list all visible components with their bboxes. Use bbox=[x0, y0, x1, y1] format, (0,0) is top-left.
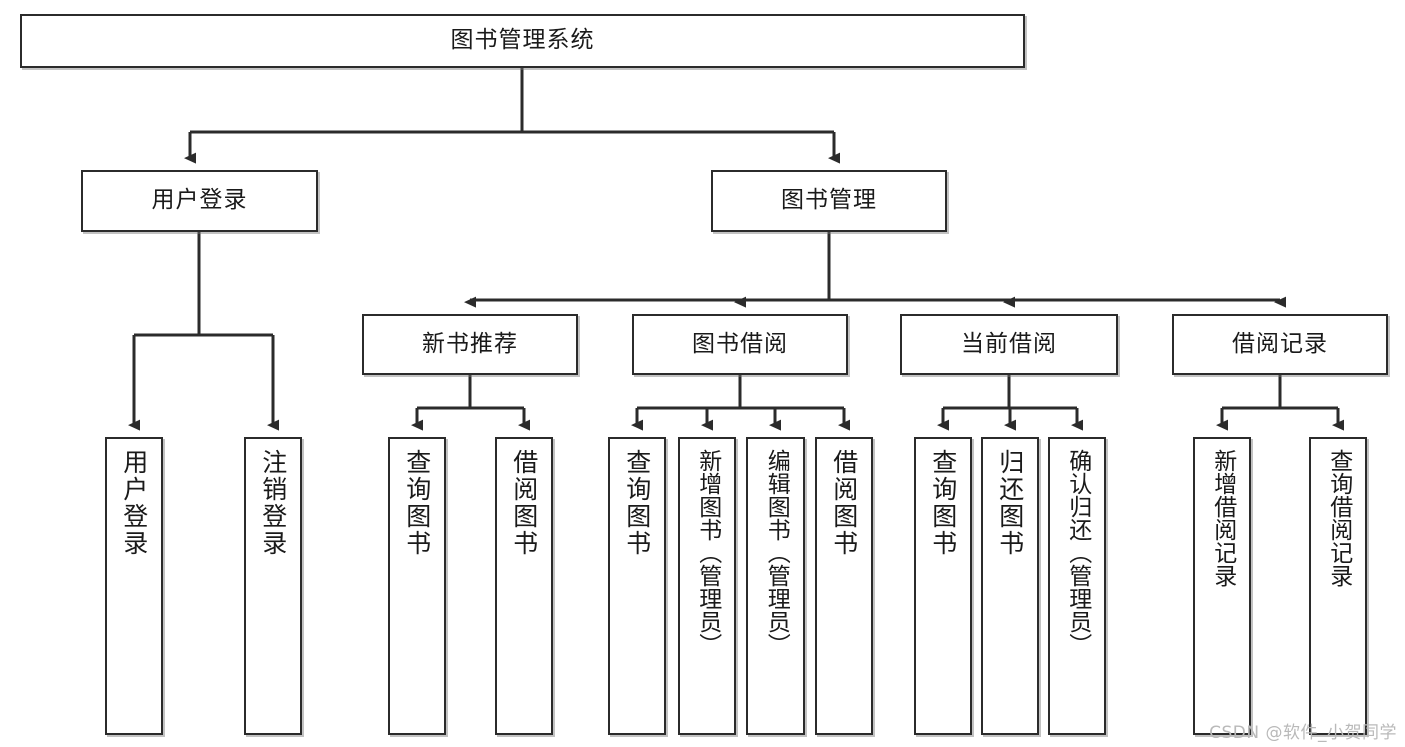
node-leaf-edit-book-label: 编辑图书（管理员） bbox=[763, 449, 790, 656]
node-leaf-user-login[interactable]: 用户登录 bbox=[105, 437, 163, 735]
node-leaf-user-logout[interactable]: 注销登录 bbox=[244, 437, 302, 735]
node-leaf-return-book[interactable]: 归还图书 bbox=[981, 437, 1039, 735]
node-leaf-confirm-return[interactable]: 确认归还（管理员） bbox=[1048, 437, 1106, 735]
node-book-borrow[interactable]: 图书借阅 bbox=[632, 314, 848, 375]
node-leaf-borrow-book-1[interactable]: 借阅图书 bbox=[495, 437, 553, 735]
node-leaf-add-record-label: 新增借阅记录 bbox=[1209, 449, 1236, 587]
node-book-borrow-label: 图书借阅 bbox=[692, 330, 788, 357]
node-leaf-user-logout-label: 注销登录 bbox=[258, 449, 288, 557]
node-leaf-query-book-1[interactable]: 查询图书 bbox=[388, 437, 446, 735]
node-leaf-edit-book[interactable]: 编辑图书（管理员） bbox=[746, 437, 805, 735]
node-borrow-record[interactable]: 借阅记录 bbox=[1172, 314, 1388, 375]
node-current-borrow-label: 当前借阅 bbox=[961, 330, 1057, 357]
node-leaf-add-book[interactable]: 新增图书（管理员） bbox=[678, 437, 736, 735]
node-leaf-query-book-2[interactable]: 查询图书 bbox=[608, 437, 666, 735]
node-leaf-borrow-book-2-label: 借阅图书 bbox=[829, 449, 859, 557]
node-user-login[interactable]: 用户登录 bbox=[81, 170, 318, 232]
node-new-book-rec[interactable]: 新书推荐 bbox=[362, 314, 578, 375]
node-borrow-record-label: 借阅记录 bbox=[1232, 330, 1328, 357]
node-leaf-query-record[interactable]: 查询借阅记录 bbox=[1309, 437, 1367, 735]
node-leaf-user-login-label: 用户登录 bbox=[119, 449, 149, 557]
node-new-book-rec-label: 新书推荐 bbox=[422, 330, 518, 357]
node-leaf-query-book-3[interactable]: 查询图书 bbox=[914, 437, 972, 735]
node-user-login-label: 用户登录 bbox=[151, 187, 248, 214]
node-current-borrow[interactable]: 当前借阅 bbox=[900, 314, 1118, 375]
node-book-manage[interactable]: 图书管理 bbox=[711, 170, 947, 232]
node-leaf-add-book-label: 新增图书（管理员） bbox=[694, 449, 721, 656]
node-root[interactable]: 图书管理系统 bbox=[20, 14, 1025, 68]
node-leaf-query-book-1-label: 查询图书 bbox=[402, 449, 432, 557]
node-book-manage-label: 图书管理 bbox=[781, 187, 877, 214]
node-leaf-return-book-label: 归还图书 bbox=[995, 449, 1025, 557]
node-leaf-add-record[interactable]: 新增借阅记录 bbox=[1193, 437, 1251, 735]
node-leaf-borrow-book-2[interactable]: 借阅图书 bbox=[815, 437, 873, 735]
node-leaf-query-book-3-label: 查询图书 bbox=[928, 449, 958, 557]
node-leaf-borrow-book-1-label: 借阅图书 bbox=[509, 449, 539, 557]
node-leaf-query-record-label: 查询借阅记录 bbox=[1325, 449, 1352, 587]
csdn-watermark: CSDN @软件_小贺同学 bbox=[1209, 723, 1397, 743]
node-leaf-query-book-2-label: 查询图书 bbox=[622, 449, 652, 557]
node-root-label: 图书管理系统 bbox=[450, 27, 595, 54]
node-leaf-confirm-return-label: 确认归还（管理员） bbox=[1064, 449, 1091, 656]
